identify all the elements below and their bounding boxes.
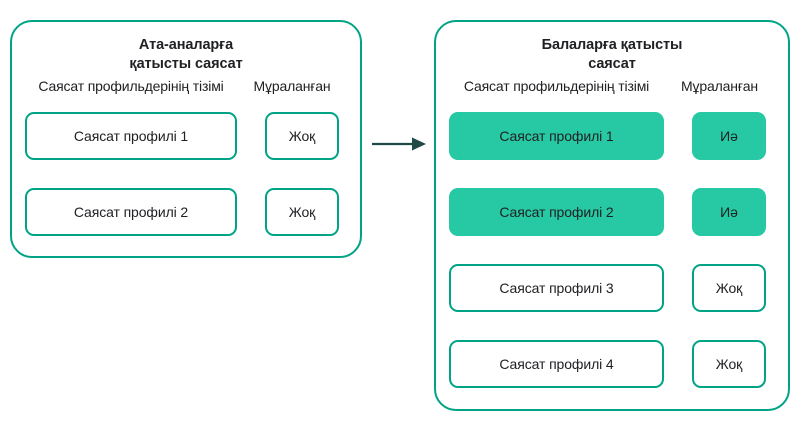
policy-profile-chip[interactable]: Саясат профилі 3 — [449, 264, 664, 312]
table-row: Саясат профилі 3 Жоқ — [449, 264, 775, 312]
inherited-status-chip[interactable]: Жоқ — [692, 340, 766, 388]
panel-title: Ата-аналарға қатысты саясат — [129, 37, 243, 72]
policy-row-list: Саясат профилі 1 Иә Саясат профилі 2 Иә … — [449, 112, 775, 388]
policy-profile-chip[interactable]: Саясат профилі 4 — [449, 340, 664, 388]
inherited-status-chip[interactable]: Жоқ — [265, 188, 339, 236]
inherited-status-chip[interactable]: Жоқ — [265, 112, 339, 160]
policy-profile-chip[interactable]: Саясат профилі 2 — [25, 188, 237, 236]
panel-header: Ата-аналарға қатысты саясат Саясат профи… — [12, 36, 360, 95]
panel-title: Балаларға қатысты саясат — [541, 37, 683, 72]
table-row: Саясат профилі 4 Жоқ — [449, 340, 775, 388]
policy-row-list: Саясат профилі 1 Жоқ Саясат профилі 2 Жо… — [25, 112, 347, 236]
column-header-profiles: Саясат профильдерінің тізімі — [38, 78, 224, 94]
policy-profile-chip[interactable]: Саясат профилі 2 — [449, 188, 664, 236]
column-headers: Саясат профильдерінің тізімі Мұраланған — [12, 77, 360, 95]
inherited-status-chip[interactable]: Иә — [692, 112, 766, 160]
table-row: Саясат профилі 1 Жоқ — [25, 112, 347, 160]
policy-profile-chip[interactable]: Саясат профилі 1 — [25, 112, 237, 160]
table-row: Саясат профилі 2 Иә — [449, 188, 775, 236]
panel-parent-policies: Ата-аналарға қатысты саясат Саясат профи… — [10, 20, 362, 258]
column-header-inherited: Мұраланған — [680, 78, 759, 94]
column-headers: Саясат профильдерінің тізімі Мұраланған — [436, 77, 788, 95]
column-header-inherited: Мұраланған — [253, 78, 331, 94]
policy-profile-chip[interactable]: Саясат профилі 1 — [449, 112, 664, 160]
panel-header: Балаларға қатысты саясат Саясат профильд… — [436, 36, 788, 95]
inherits-to-arrow — [372, 130, 426, 158]
table-row: Саясат профилі 2 Жоқ — [25, 188, 347, 236]
inherited-status-chip[interactable]: Жоқ — [692, 264, 766, 312]
inherited-status-chip[interactable]: Иә — [692, 188, 766, 236]
column-header-profiles: Саясат профильдерінің тізімі — [463, 78, 650, 94]
table-row: Саясат профилі 1 Иә — [449, 112, 775, 160]
panel-child-policies: Балаларға қатысты саясат Саясат профильд… — [434, 20, 790, 411]
